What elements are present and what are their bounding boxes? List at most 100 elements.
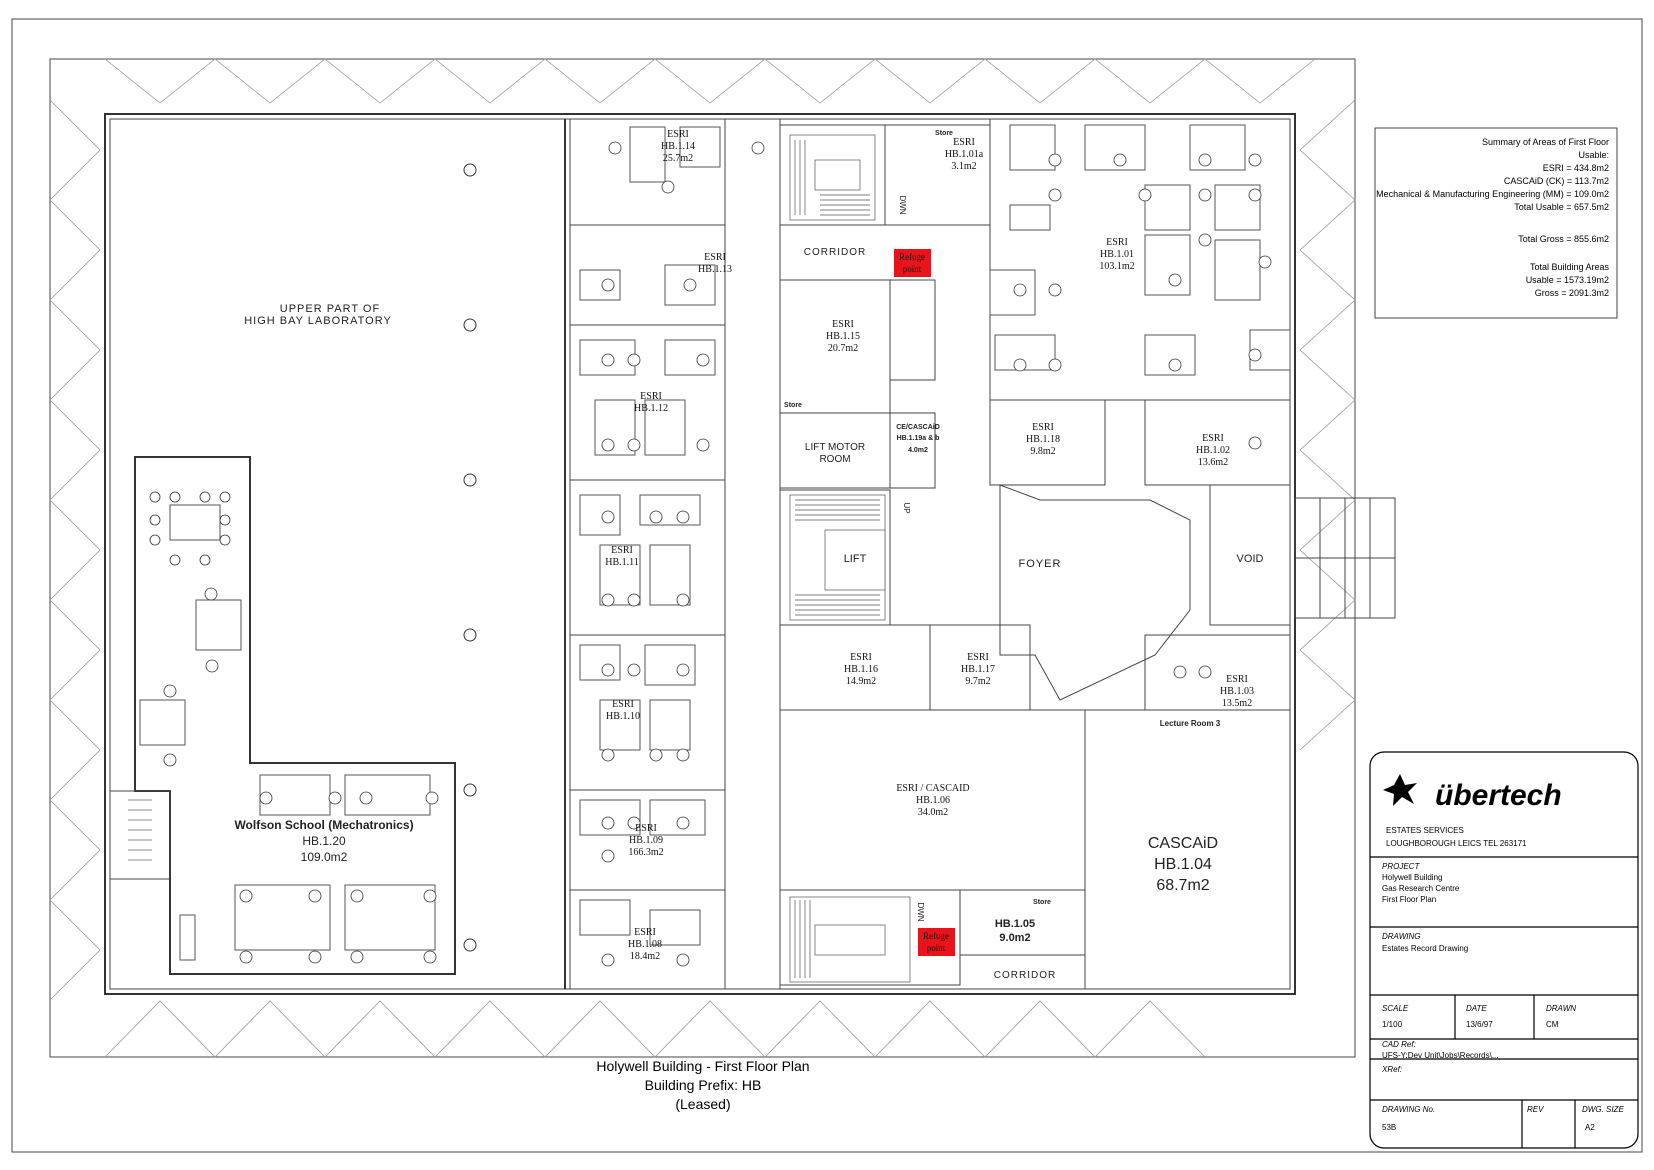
store-label-mid: Store <box>784 402 802 409</box>
room-org: ESRI <box>832 319 854 330</box>
room-area: 14.9m2 <box>846 676 876 687</box>
room-id: HB.1.04 <box>1154 856 1212 873</box>
foyer-outline <box>999 484 1191 701</box>
date-value: 13/6/97 <box>1466 1020 1493 1029</box>
room-org: ESRI <box>1106 237 1128 248</box>
room-area: 9.7m2 <box>965 676 990 687</box>
date-label: DATE <box>1466 1004 1487 1013</box>
room-org: Wolfson School (Mechatronics) <box>234 818 413 832</box>
svg-text:(Leased): (Leased) <box>675 1096 730 1112</box>
corridor-label-bottom: CORRIDOR <box>994 970 1056 981</box>
svg-text:Gross = 2091.3m2: Gross = 2091.3m2 <box>1535 288 1609 298</box>
ubertech-logo-text: übertech <box>1435 779 1562 812</box>
room-org: ESRI <box>611 545 633 556</box>
room-id: HB.1.18 <box>1026 434 1060 445</box>
room-org: ESRI <box>667 129 689 140</box>
room-id: HB.1.05 <box>995 918 1035 930</box>
room-labels: ESRI HB.1.14 25.7m2 ESRI HB.1.01a 3.1m2 … <box>234 129 1254 962</box>
room-id: HB.1.09 <box>629 835 663 846</box>
room-id: HB.1.12 <box>634 403 668 414</box>
desks-esri-left <box>579 126 721 946</box>
room-area: 4.0m2 <box>908 447 928 454</box>
title-block: übertech ESTATES SERVICES LOUGHBOROUGH L… <box>1369 751 1639 1149</box>
room-id: HB.1.01 <box>1100 249 1134 260</box>
room-area: 109.0m2 <box>301 850 348 864</box>
chairs-esri-right <box>1013 153 1272 679</box>
room-area: 13.6m2 <box>1198 457 1228 468</box>
room-org: ESRI <box>640 391 662 402</box>
room-id: HB.1.06 <box>916 795 950 806</box>
room-id: HB.1.16 <box>844 664 878 675</box>
svg-text:Usable:: Usable: <box>1578 150 1609 160</box>
refuge-label-top-1: Refuge <box>899 252 925 262</box>
refuge-point-bottom <box>918 928 955 956</box>
lecture-room-label: Lecture Room 3 <box>1160 719 1221 728</box>
scale-label: SCALE <box>1382 1004 1409 1013</box>
org-name: ESTATES SERVICES <box>1386 826 1464 835</box>
high-bay-label-2: HIGH BAY LABORATORY <box>244 315 392 327</box>
room-id: HB.1.20 <box>302 834 346 848</box>
room-area: 34.0m2 <box>918 807 948 818</box>
dwg-size-label: DWG. SIZE <box>1582 1105 1624 1114</box>
room-area: 103.1m2 <box>1099 261 1134 272</box>
drawn-value: CM <box>1546 1020 1559 1029</box>
dwg-size-value: A2 <box>1585 1123 1595 1132</box>
stair-top <box>789 134 876 221</box>
svg-text:Total Gross = 855.6m2: Total Gross = 855.6m2 <box>1518 234 1609 244</box>
drawing-value: Estates Record Drawing <box>1382 944 1468 953</box>
void-label: VOID <box>1237 553 1264 565</box>
room-area: 9.8m2 <box>1030 446 1055 457</box>
room-id: HB.1.11 <box>605 557 639 568</box>
sheet-border <box>11 18 1643 1153</box>
columns <box>463 163 477 952</box>
corridor-label-top: CORRIDOR <box>804 247 866 258</box>
room-id: HB.1.10 <box>606 711 640 722</box>
svg-text:Total Usable = 657.5m2: Total Usable = 657.5m2 <box>1514 202 1609 212</box>
room-area: 3.1m2 <box>951 161 976 172</box>
chairs-wolfson <box>149 491 439 964</box>
room-area: 166.3m2 <box>628 847 663 858</box>
room-org: ESRI <box>635 823 657 834</box>
up-label: UP <box>902 502 911 513</box>
svg-text:Summary of Areas of First Floo: Summary of Areas of First Floor <box>1482 137 1609 147</box>
refuge-point-top <box>894 249 931 277</box>
dwn-label-top: DWN <box>898 195 907 214</box>
room-id: HB.1.15 <box>826 331 860 342</box>
external-bridge <box>1294 497 1396 619</box>
svg-text:Usable = 1573.19m2: Usable = 1573.19m2 <box>1526 275 1609 285</box>
room-org: ESRI <box>1226 674 1248 685</box>
room-org: CE/CASCAiD <box>896 424 940 431</box>
drawn-label: DRAWN <box>1546 1004 1576 1013</box>
room-area: 13.5m2 <box>1222 698 1252 709</box>
room-org: ESRI <box>612 699 634 710</box>
room-id: HB.1.19a & b <box>897 435 940 442</box>
foyer-label: FOYER <box>1019 558 1062 570</box>
room-org: ESRI <box>704 252 726 263</box>
project-label: PROJECT <box>1382 862 1420 871</box>
ubertech-logo-icon <box>1383 774 1417 806</box>
project-line-3: First Floor Plan <box>1382 895 1436 904</box>
refuge-label-bottom-1: Refuge <box>923 931 949 941</box>
area-summary: Summary of Areas of First Floor Usable: … <box>1376 137 1609 298</box>
refuge-label-top-2: point <box>903 264 922 274</box>
xref-label: XRef: <box>1381 1065 1402 1074</box>
site-hatching <box>49 58 1356 1058</box>
store-label-bottom: Store <box>1033 899 1051 906</box>
room-org: ESRI <box>1032 422 1054 433</box>
chairs-esri-left <box>601 141 765 967</box>
area-summary-box <box>1374 127 1618 319</box>
room-org: ESRI <box>850 652 872 663</box>
room-area: 20.7m2 <box>828 343 858 354</box>
store-label-top: Store <box>935 130 953 137</box>
stair-bottom <box>789 896 911 983</box>
org-address: LOUGHBOROUGH LEICS TEL 263171 <box>1386 839 1527 848</box>
plan-caption: Holywell Building - First Floor Plan Bui… <box>596 1058 809 1112</box>
high-bay-label-1: UPPER PART OF <box>280 303 380 315</box>
room-id: HB.1.13 <box>698 264 732 275</box>
scale-value: 1/100 <box>1382 1020 1403 1029</box>
svg-text:ESRI = 434.8m2: ESRI = 434.8m2 <box>1543 163 1609 173</box>
project-line-2: Gas Research Centre <box>1382 884 1460 893</box>
drawing-no-label: DRAWING No. <box>1382 1105 1435 1114</box>
stair-lift <box>789 494 886 621</box>
lift-motor-label-2: ROOM <box>819 454 850 465</box>
